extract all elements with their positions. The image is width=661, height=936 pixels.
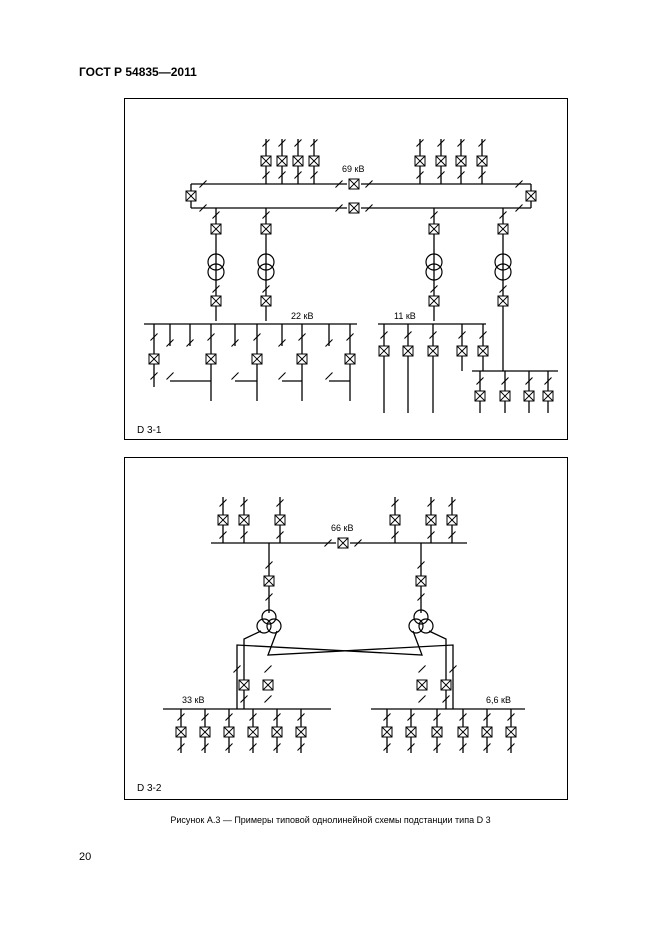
page-number: 20 [79, 851, 92, 863]
bus-label-69kv: 69 кВ [342, 164, 364, 174]
figure-caption: Рисунок А.3 — Примеры типовой однолинейн… [170, 815, 491, 825]
bus-label-22kv: 22 кВ [291, 311, 313, 321]
diagram-d3-2-drawing: 66 кВ 33 кВ 6,6 кВ [163, 497, 525, 753]
diagram-d3-1-drawing: 69 кВ 22 кВ 11 кВ [144, 138, 558, 413]
diagram-tag: D 3-1 [137, 425, 162, 436]
standard-header: ГОСТ Р 54835—2011 [79, 65, 197, 79]
diagram-d3-1: 69 кВ 22 кВ 11 кВ D 3-1 [124, 98, 568, 440]
bus-label-33kv: 33 кВ [182, 695, 204, 705]
bus-label-66kv: 66 кВ [331, 523, 353, 533]
diagram-tag: D 3-2 [137, 783, 162, 794]
bus-label-11kv: 11 кВ [394, 311, 416, 321]
diagram-d3-2: 66 кВ 33 кВ 6,6 кВ D 3-2 [124, 457, 568, 800]
bus-label-6-6kv: 6,6 кВ [486, 695, 511, 705]
